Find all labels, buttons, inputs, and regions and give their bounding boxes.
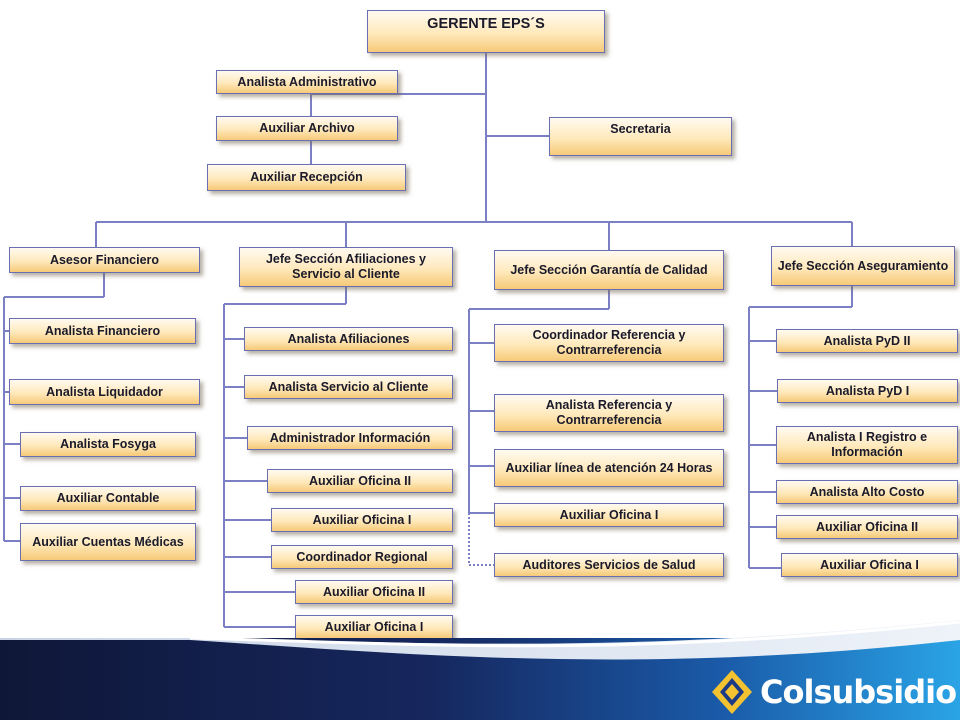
colsubsidio-logo-icon [712, 670, 752, 714]
staff-box: Auxiliar Oficina I [271, 508, 453, 532]
staff-box: Analista Servicio al Cliente [244, 375, 453, 399]
colsubsidio-logo: Colsubsidio [710, 664, 957, 720]
secretaria-box: Secretaria [549, 117, 732, 156]
staff-box: Auxiliar Oficina II [267, 469, 453, 493]
jefe-aseguramiento-box: Jefe Sección Aseguramiento [771, 246, 955, 286]
asesor-financiero-box: Asesor Financiero [9, 247, 200, 273]
staff-box: Analista Afiliaciones [244, 327, 453, 351]
jefe-afiliaciones-box: Jefe Sección Afiliaciones y Servicio al … [239, 247, 453, 287]
staff-box: Coordinador Referencia y Contrarreferenc… [494, 324, 724, 362]
jefe-garantia-box: Jefe Sección Garantía de Calidad [494, 250, 724, 290]
staff-box: Analista PyD II [776, 329, 958, 353]
staff-box: Auditores Servicios de Salud [494, 553, 724, 577]
footer-band [0, 620, 960, 720]
staff-box: Auxiliar Oficina II [776, 515, 958, 539]
staff-box: Auxiliar línea de atención 24 Horas [494, 449, 724, 487]
staff-box: Analista Alto Costo [776, 480, 958, 504]
gerente-box: GERENTE EPS´S [367, 10, 605, 53]
analista-administrativo-box: Analista Administrativo [216, 70, 398, 94]
auxiliar-archivo-box: Auxiliar Archivo [216, 116, 398, 141]
staff-box: Analista Fosyga [20, 432, 196, 457]
staff-box: Administrador Información [247, 426, 453, 450]
staff-box: Auxiliar Contable [20, 486, 196, 511]
auxiliar-recepcion-box: Auxiliar Recepción [207, 164, 406, 191]
staff-box: Analista Liquidador [9, 379, 200, 405]
staff-box: Analista PyD I [777, 379, 958, 403]
staff-box: Analista I Registro e Información [776, 426, 958, 464]
staff-box: Auxiliar Oficina I [494, 503, 724, 527]
staff-box: Analista Referencia y Contrarreferencia [494, 394, 724, 432]
staff-box: Auxiliar Cuentas Médicas [20, 523, 196, 561]
staff-box: Coordinador Regional [271, 545, 453, 569]
staff-box: Analista Financiero [9, 318, 196, 344]
brand-name: Colsubsidio [760, 673, 957, 711]
staff-box: Auxiliar Oficina II [295, 580, 453, 604]
staff-box: Auxiliar Oficina I [781, 553, 958, 577]
